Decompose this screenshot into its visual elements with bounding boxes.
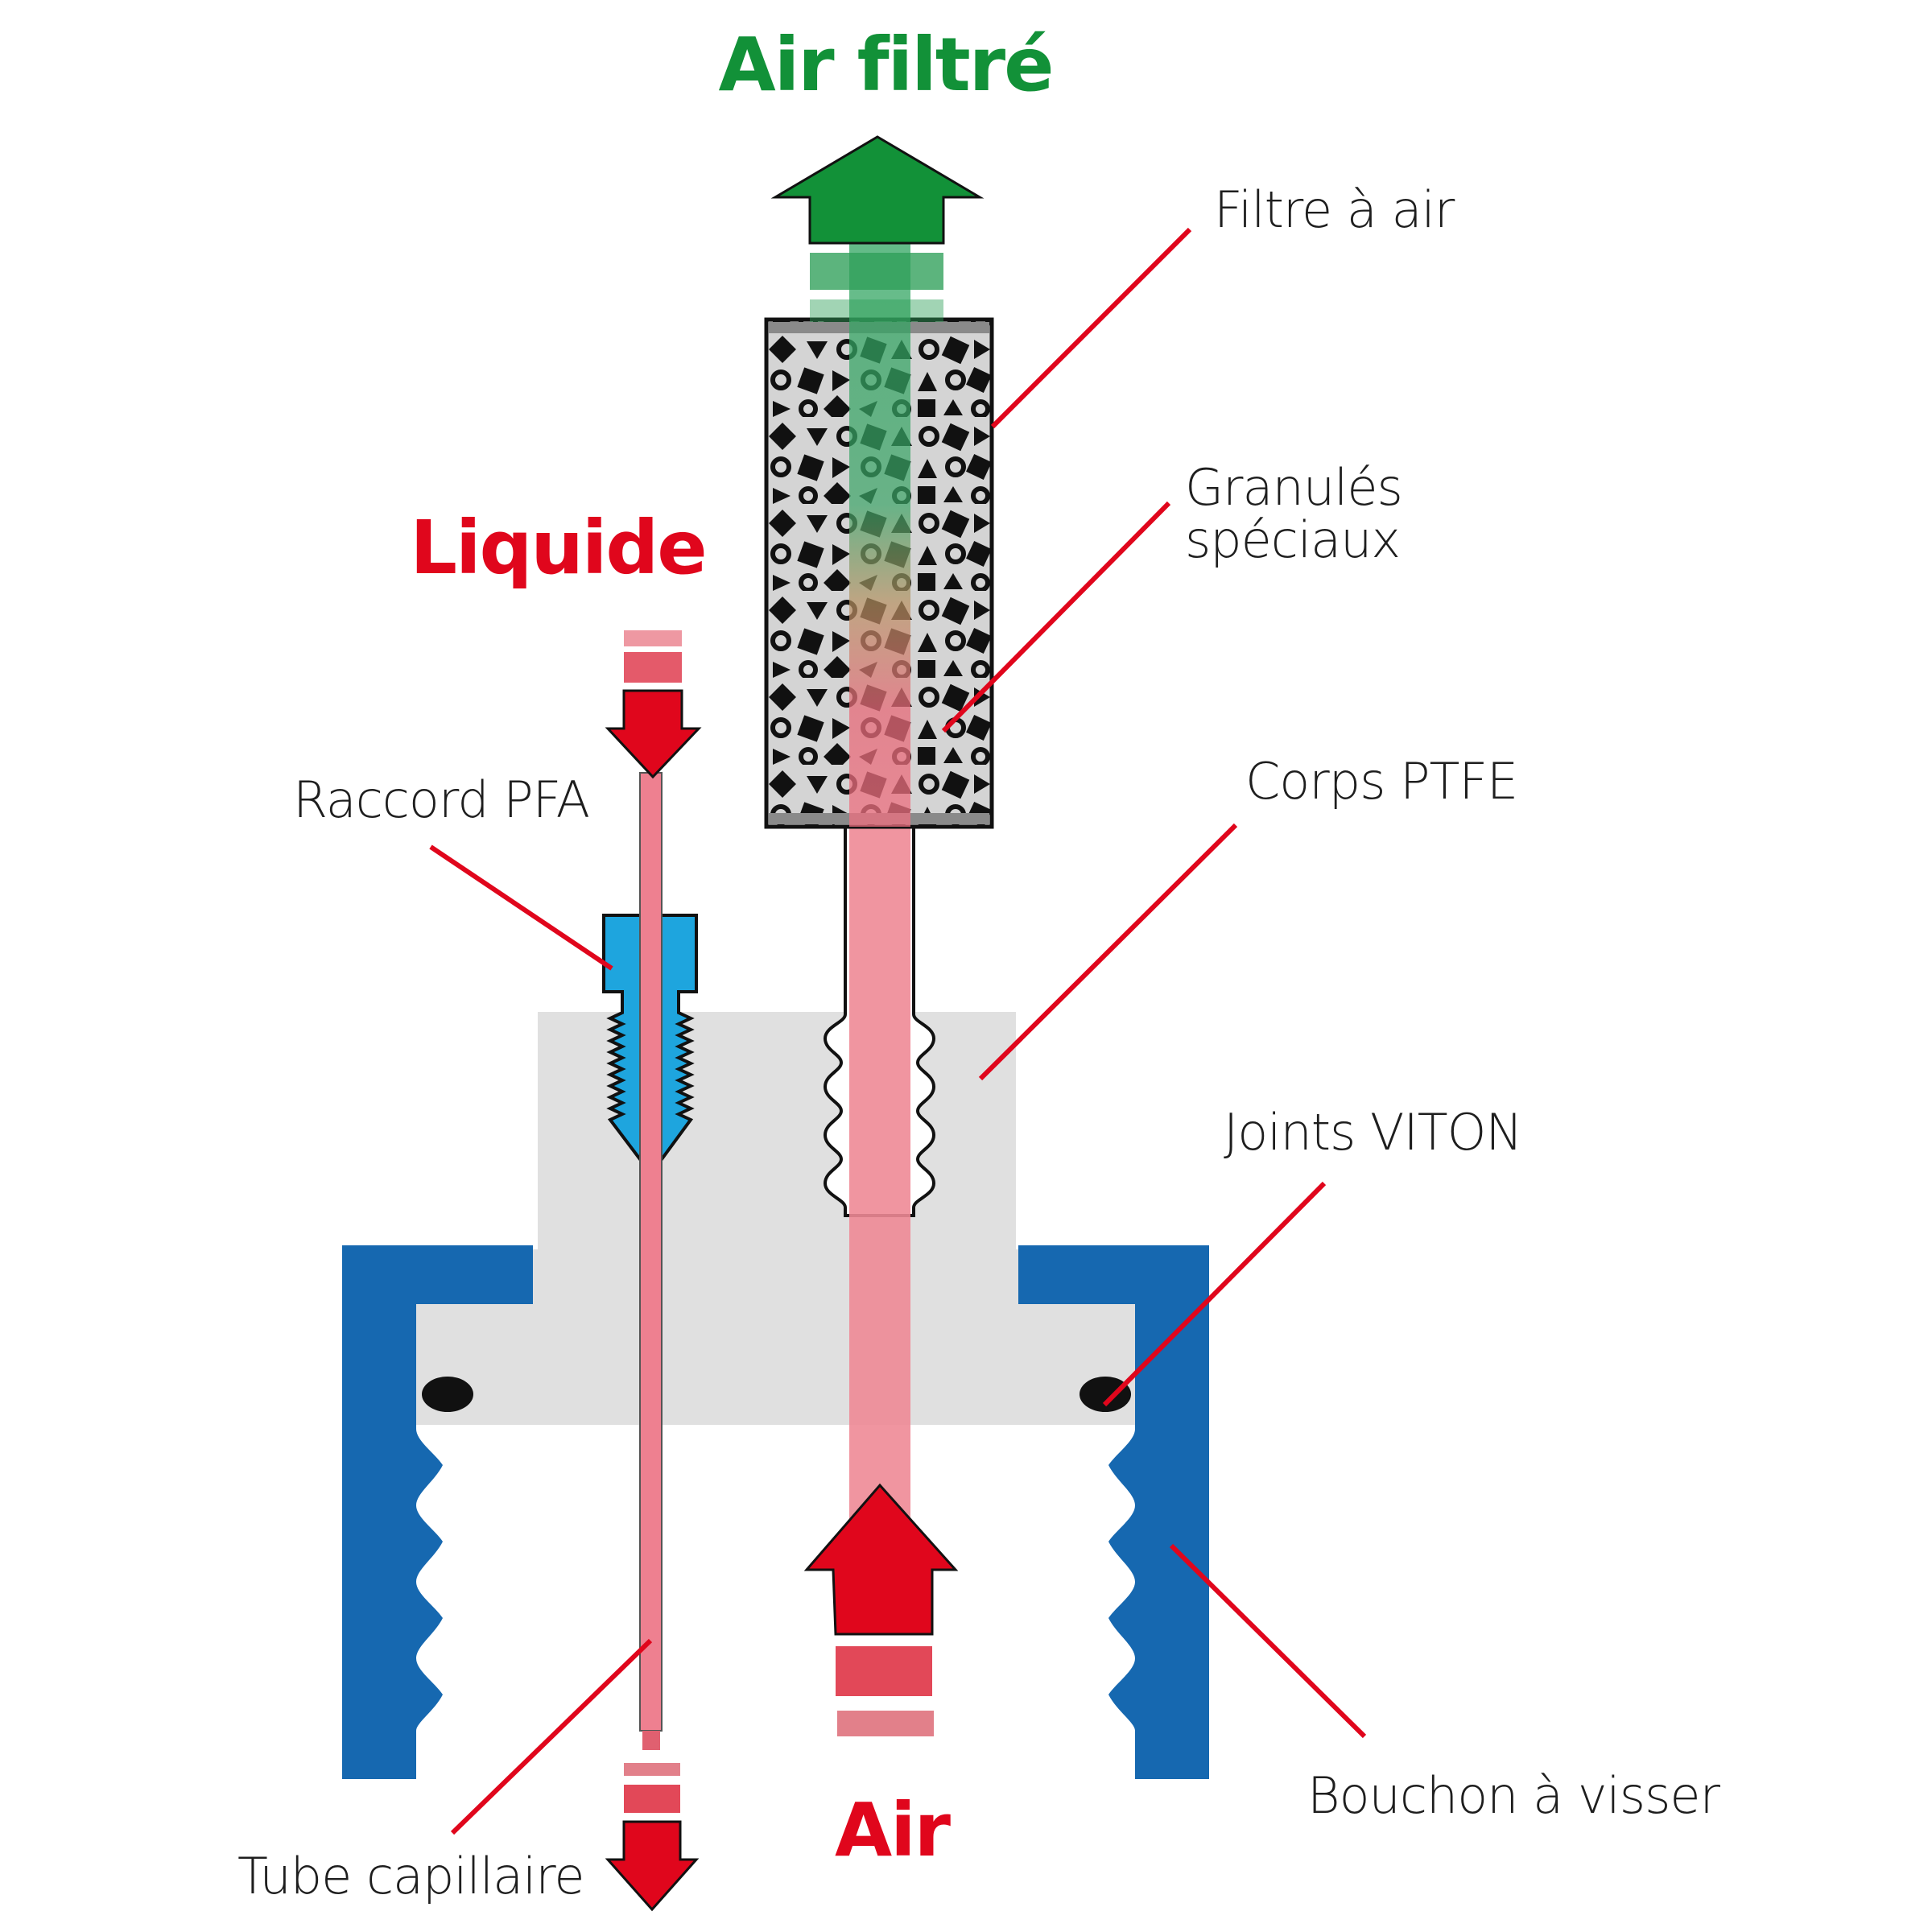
liquid-out-band-2 xyxy=(624,1785,680,1813)
viton-seal-right xyxy=(1080,1377,1131,1412)
filtered-air-band-2 xyxy=(810,299,943,322)
title-filtered-air: Air filtré xyxy=(719,22,1053,108)
air-channel xyxy=(849,827,910,1527)
flow-label-liquid: Liquide xyxy=(410,505,705,591)
arrow-down-icon xyxy=(605,689,702,779)
liquid-in-band-2 xyxy=(624,652,682,683)
screw-cap-right xyxy=(1018,1245,1209,1779)
arrow-up-icon xyxy=(770,135,985,245)
air-in-band-1 xyxy=(836,1646,932,1696)
capillary-tube-tip xyxy=(642,1731,660,1750)
label-capillary-tube: Tube capillaire xyxy=(237,1847,584,1905)
viton-seal-left xyxy=(422,1377,473,1412)
flow-label-air: Air xyxy=(835,1787,952,1873)
arrow-down-icon xyxy=(605,1820,700,1912)
filtered-air-band-1 xyxy=(810,253,943,290)
label-body: Corps PTFE xyxy=(1245,752,1517,811)
arrow-up-icon xyxy=(803,1483,959,1636)
air-in-band-2 xyxy=(837,1711,934,1736)
label-air-filter: Filtre à air xyxy=(1214,180,1455,239)
capillary-tube xyxy=(639,772,663,1732)
leader-capillary xyxy=(450,1638,653,1835)
leader-screw-cap xyxy=(1169,1543,1367,1739)
air-flow-column xyxy=(849,242,910,827)
liquid-out-band-1 xyxy=(624,1763,680,1776)
leader-fitting xyxy=(429,844,613,971)
leader-seals xyxy=(1102,1181,1327,1407)
leader-body xyxy=(978,823,1238,1081)
leader-lines xyxy=(429,227,1367,1835)
screw-cap-left xyxy=(342,1245,533,1779)
label-seals: Joints VITON xyxy=(1224,1103,1522,1162)
ptfe-body xyxy=(416,1012,1135,1425)
label-screw-cap: Bouchon à visser xyxy=(1307,1766,1721,1825)
label-fitting: Raccord PFA xyxy=(293,770,589,829)
liquid-in-band-1 xyxy=(624,630,682,646)
leader-granules xyxy=(941,501,1171,733)
label-granules-line1: Granulés xyxy=(1185,458,1402,517)
leader-air-filter xyxy=(990,227,1192,429)
label-granules-line2: spéciaux xyxy=(1185,510,1400,569)
screw-cap xyxy=(342,1245,1209,1779)
